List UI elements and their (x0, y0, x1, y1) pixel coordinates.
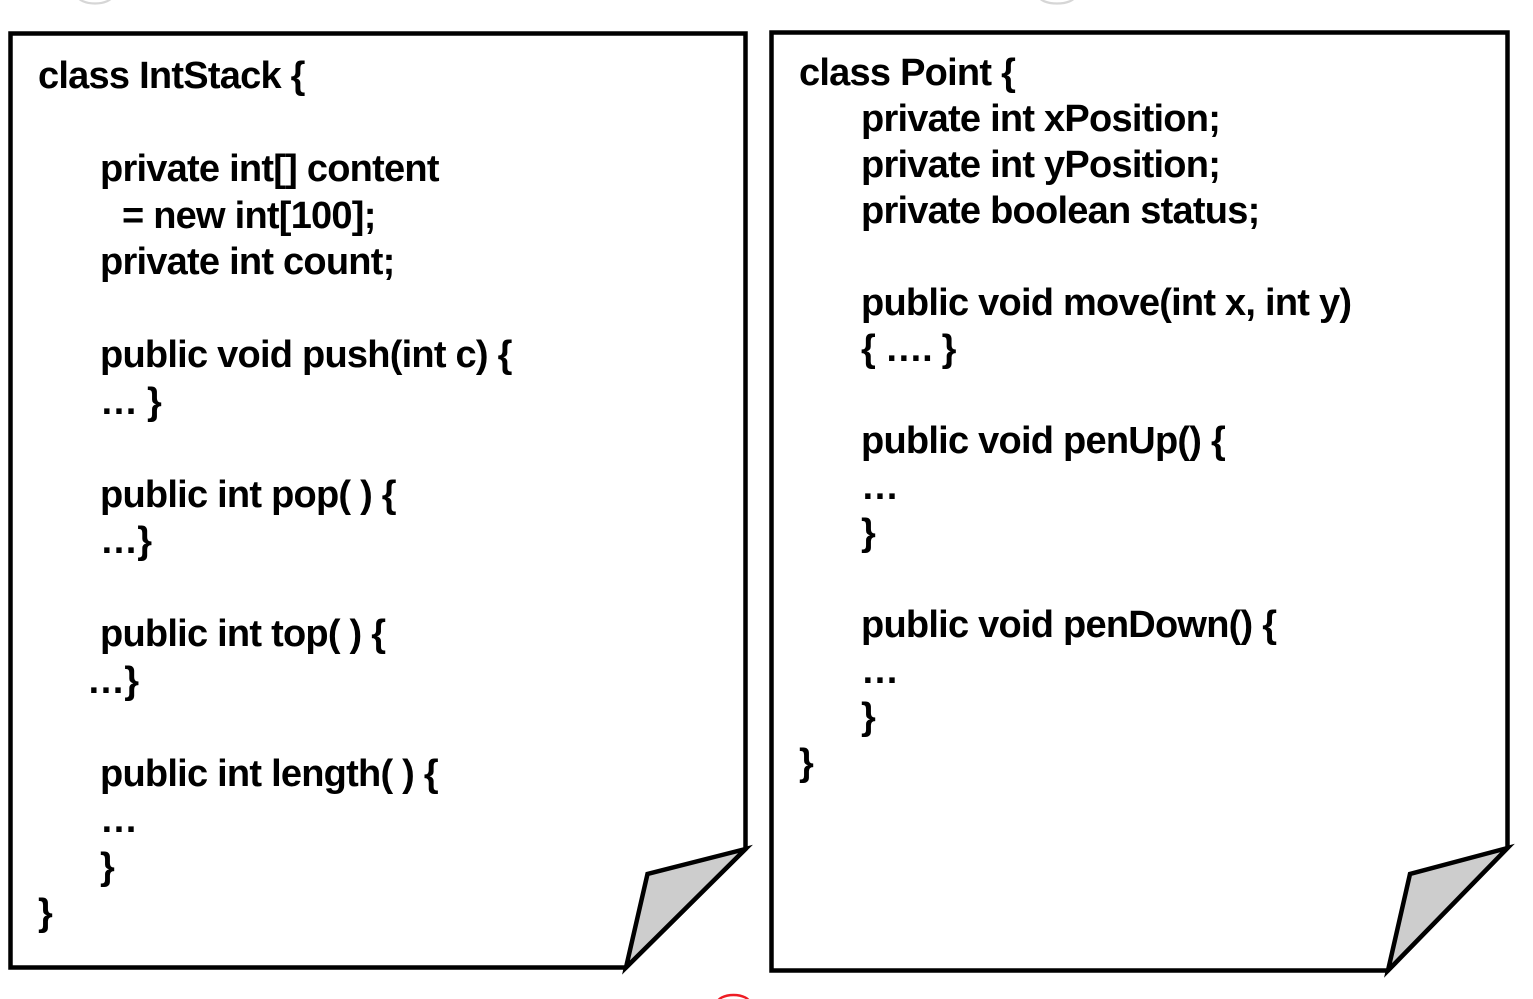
clipped-ellipse-top-left (78, 0, 112, 5)
code-line: public int pop( ) { (100, 473, 397, 516)
code-line: … (861, 650, 899, 692)
code-line: public int length( ) { (100, 752, 439, 795)
code-line: … (100, 799, 138, 841)
intstack-code-block: class IntStack { private int[] content= n… (10, 53, 746, 937)
code-line (10, 425, 746, 472)
code-line: …} (100, 520, 152, 562)
code-line: } (799, 742, 814, 784)
code-line: = new int[100]; (122, 194, 376, 237)
code-line (771, 556, 1508, 602)
code-line: private int count; (100, 241, 395, 283)
code-line: private int[] content (100, 148, 439, 190)
code-line (771, 372, 1508, 418)
code-line (771, 234, 1508, 280)
code-line: } (38, 892, 53, 934)
code-line: public void penUp() { (861, 420, 1226, 462)
code-line (10, 704, 746, 751)
red-ellipse-bottom (717, 993, 750, 999)
code-line (10, 100, 746, 147)
code-line: public void penDown() { (861, 604, 1277, 646)
code-line (10, 565, 746, 612)
code-line: public void move(int x, int y) (861, 282, 1352, 324)
code-line: } (100, 845, 115, 888)
code-line: public void push(int c) { (100, 334, 512, 376)
code-line: } (861, 696, 876, 738)
code-line: … (861, 466, 899, 508)
code-line: class Point { (799, 52, 1016, 94)
code-line: … } (100, 380, 162, 423)
code-line: } (861, 512, 876, 554)
code-line (10, 286, 746, 333)
folded-corner-icon-left (622, 844, 753, 975)
code-line: private int yPosition; (861, 144, 1221, 186)
code-line: class IntStack { (38, 55, 305, 97)
folded-corner-icon-right (1384, 843, 1515, 978)
code-line: …} (87, 659, 139, 702)
code-line: public int top( ) { (100, 613, 386, 655)
code-line: { …. } (861, 328, 956, 370)
code-line: private boolean status; (861, 190, 1260, 232)
code-line: private int xPosition; (861, 98, 1221, 140)
clipped-ellipse-top-center (1039, 0, 1075, 5)
point-code-block: class Point {private int xPosition;priva… (771, 50, 1508, 786)
